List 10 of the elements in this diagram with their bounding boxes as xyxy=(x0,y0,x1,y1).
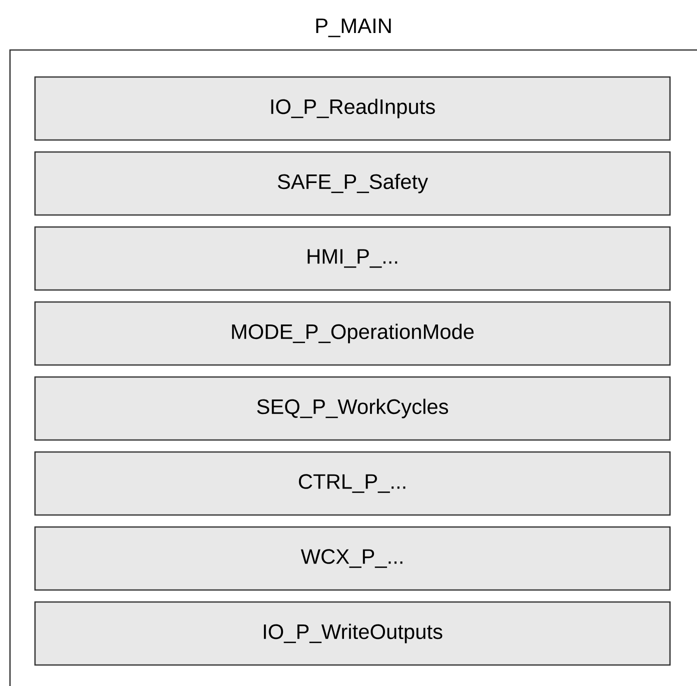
module-box: MODE_P_OperationMode xyxy=(34,301,671,366)
module-box: IO_P_WriteOutputs xyxy=(34,601,671,666)
frame-title: P_MAIN xyxy=(316,18,391,38)
module-box: SAFE_P_Safety xyxy=(34,151,671,216)
module-box: HMI_P_... xyxy=(34,226,671,291)
module-box: WCX_P_... xyxy=(34,526,671,591)
program-frame xyxy=(9,49,697,686)
module-box: CTRL_P_... xyxy=(34,451,671,516)
module-box: SEQ_P_WorkCycles xyxy=(34,376,671,441)
module-box: IO_P_ReadInputs xyxy=(34,76,671,141)
